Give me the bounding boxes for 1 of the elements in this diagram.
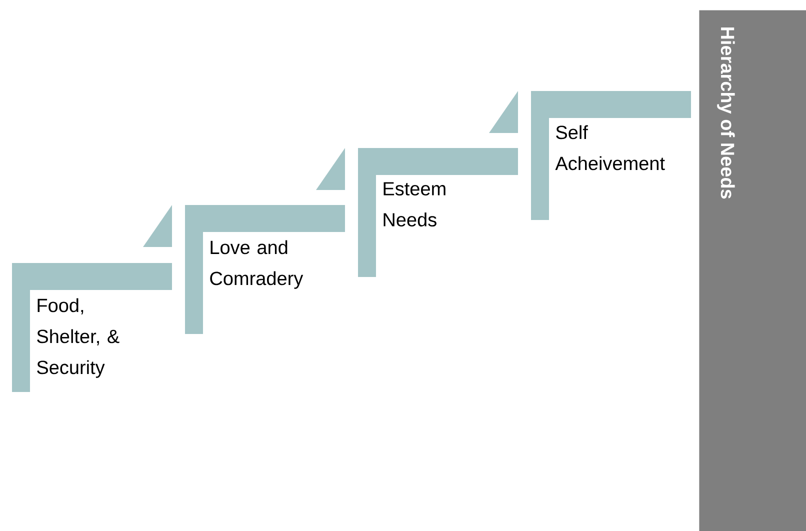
title-band: Hierarchy of Needs [699,10,806,531]
